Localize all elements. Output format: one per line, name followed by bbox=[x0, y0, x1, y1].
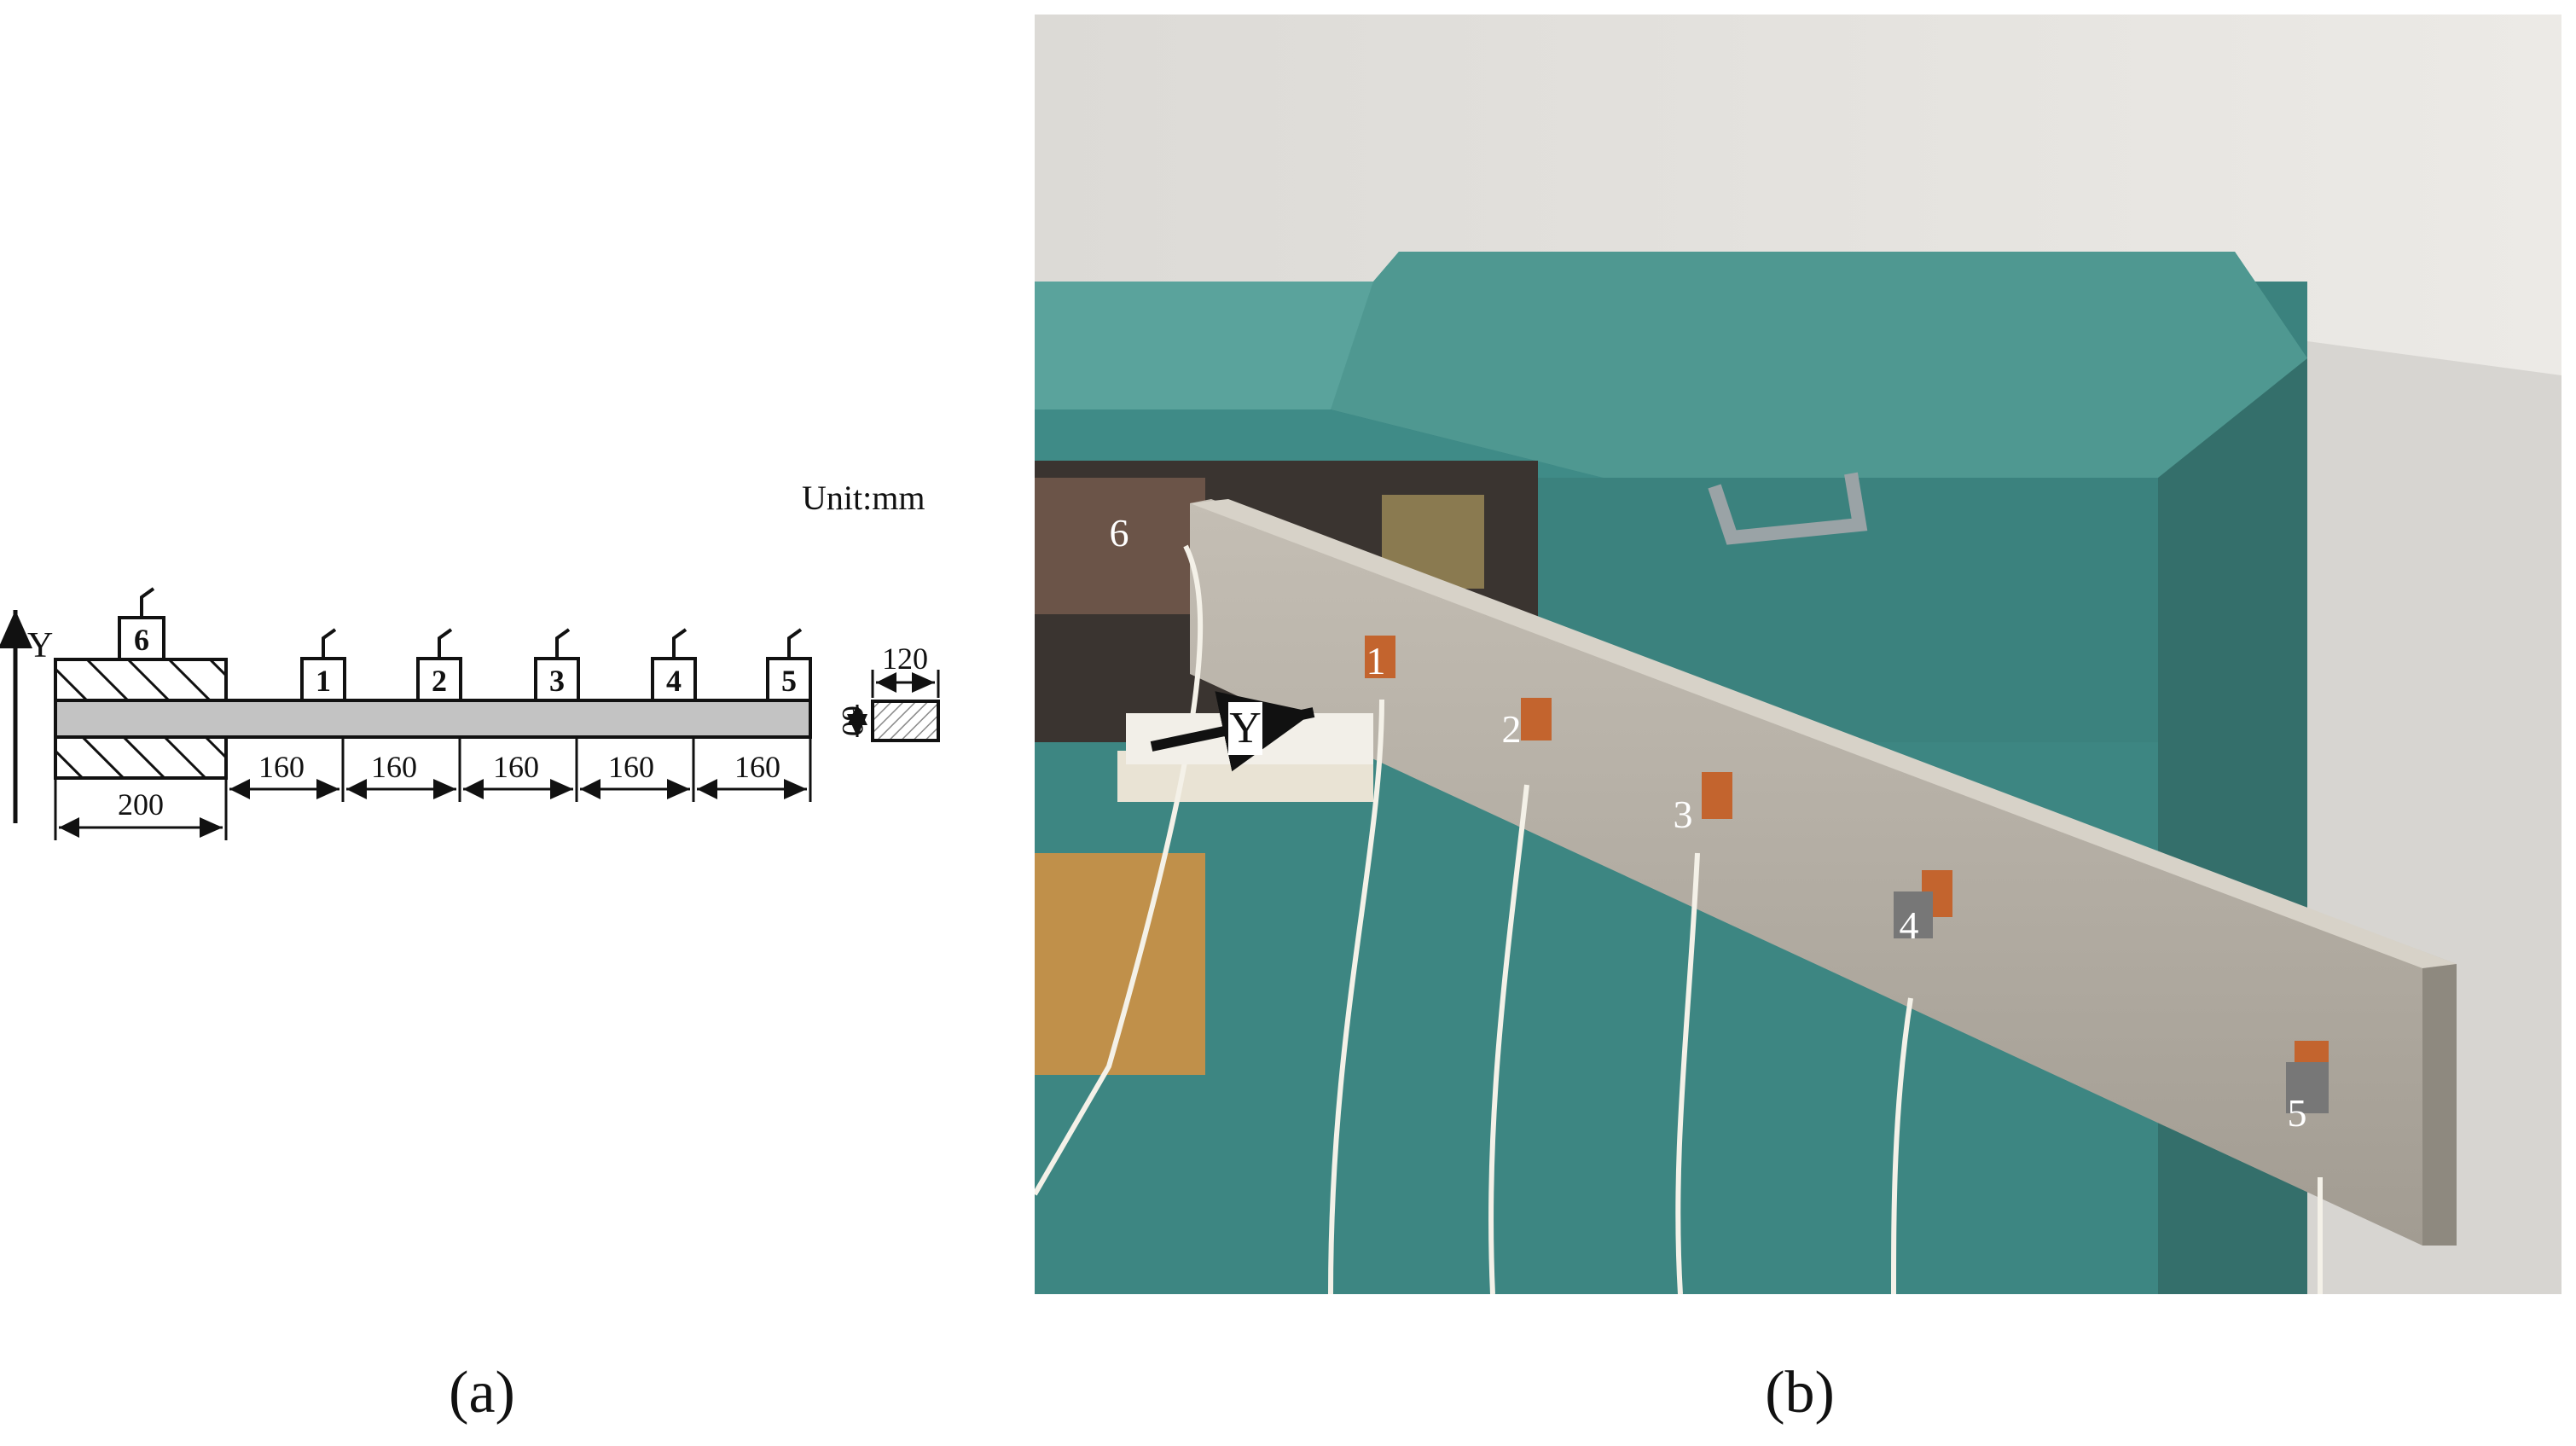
photo-sensor-2-label: 2 bbox=[1502, 707, 1522, 751]
photo-y-label: Y bbox=[1229, 704, 1262, 752]
sensor-2-label: 2 bbox=[432, 664, 447, 698]
photo-sensor-1-label: 1 bbox=[1366, 639, 1386, 682]
sensor-3: 3 bbox=[534, 628, 580, 702]
experiment-photo: Y 6 1 2 3 4 5 bbox=[1035, 15, 2561, 1294]
y-axis-label: Y bbox=[27, 626, 53, 665]
photo-sensor-5-label: 5 bbox=[2288, 1091, 2307, 1135]
dim-section-height: 60 bbox=[836, 706, 870, 736]
dim-clamp: 200 bbox=[118, 787, 164, 822]
caption-a: (a) bbox=[449, 1360, 515, 1426]
beam bbox=[54, 699, 812, 739]
dim-section-width: 120 bbox=[882, 642, 928, 676]
caption-b: (b) bbox=[1765, 1360, 1835, 1426]
sensor-5-label: 5 bbox=[781, 664, 797, 698]
sensor-3-label: 3 bbox=[549, 664, 565, 698]
unit-label: Unit:mm bbox=[802, 479, 925, 517]
segment-dimensions: 160 160 160 160 160 bbox=[224, 739, 812, 802]
dim-segment-3: 160 bbox=[493, 750, 539, 784]
clamp-block-top bbox=[54, 658, 228, 702]
sensor-4: 4 bbox=[651, 628, 697, 702]
dim-segment-4: 160 bbox=[608, 750, 654, 784]
schematic-diagram: Unit:mm Y 6 1 2 3 bbox=[0, 479, 940, 840]
photo-sensor-4-label: 4 bbox=[1900, 903, 1919, 947]
sensor-1-label: 1 bbox=[316, 664, 331, 698]
photo-beam bbox=[1190, 499, 2457, 1246]
photo-sensor-3-label: 3 bbox=[1674, 793, 1693, 836]
clamp-dimension: 200 bbox=[54, 778, 228, 840]
sensor-4-label: 4 bbox=[666, 664, 682, 698]
sensor-5: 5 bbox=[766, 628, 812, 702]
sensor-6-label: 6 bbox=[134, 623, 149, 657]
clamp-block-bottom bbox=[54, 735, 228, 780]
sensor-2: 2 bbox=[416, 628, 462, 702]
dim-segment-1: 160 bbox=[258, 750, 305, 784]
photo-sensor-6-label: 6 bbox=[1110, 511, 1129, 555]
cross-section: 120 60 bbox=[836, 642, 940, 742]
dim-segment-2: 160 bbox=[371, 750, 417, 784]
dim-segment-5: 160 bbox=[734, 750, 780, 784]
sensor-6: 6 bbox=[118, 587, 165, 661]
sensor-1: 1 bbox=[300, 628, 346, 702]
